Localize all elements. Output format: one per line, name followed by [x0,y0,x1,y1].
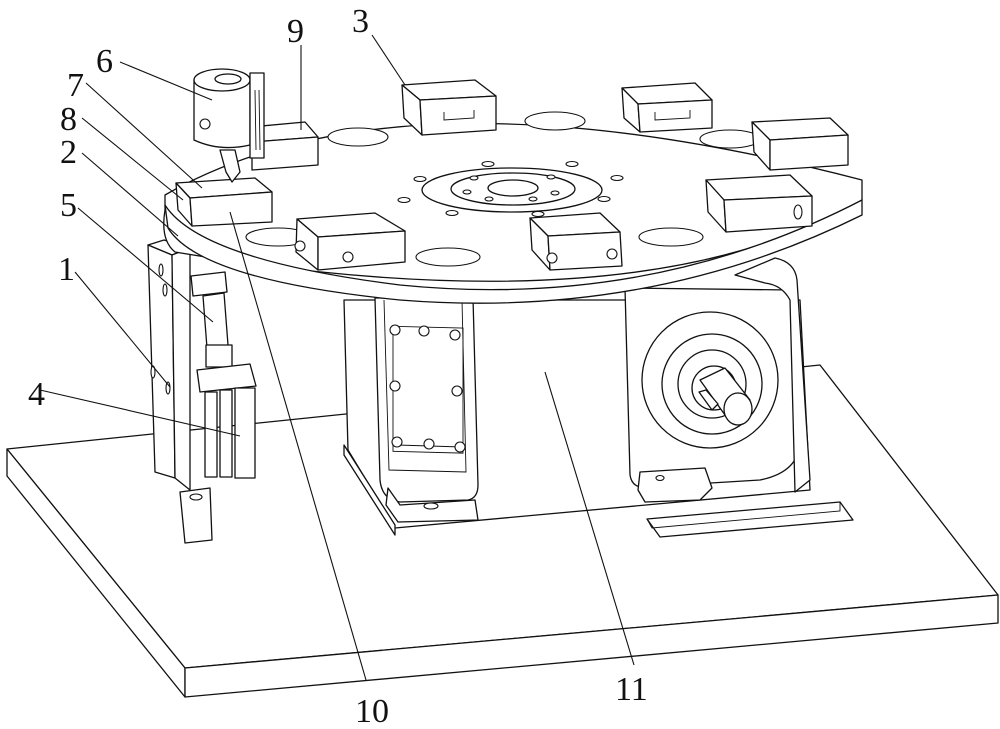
leader-10 [229,211,367,681]
callout-1: 1 [58,251,75,288]
callout-11: 11 [615,671,648,708]
fixture-block-4 [705,174,813,233]
center-flange [421,167,603,213]
callout-3: 3 [352,3,369,40]
fixture-block-7 [175,177,273,227]
guide-rails [204,387,256,479]
callout-6: 6 [96,43,113,80]
fixture-block-2 [621,82,713,133]
callout-7: 7 [67,67,84,104]
callout-4: 4 [28,376,45,413]
callout-10: 10 [355,693,389,729]
leader-2 [81,152,179,237]
fixture-block-3b [751,117,849,171]
leader-8 [81,117,184,201]
reference-numerals: 6 9 3 7 8 2 5 1 4 10 11 [28,3,648,729]
leader-4 [39,389,241,437]
leader-7 [85,82,203,189]
bolt-circle [397,160,624,218]
panel-bolts [389,324,466,453]
callout-9: 9 [287,13,304,50]
press-head [193,68,265,183]
leader-1 [74,271,171,388]
fixture-block-5 [529,212,623,271]
fixture-block-6 [294,212,406,271]
fixture-block-3 [401,79,497,136]
motor-flange [641,311,779,449]
callout-5: 5 [60,187,77,224]
callout-8: 8 [60,101,77,138]
lift-column [147,239,257,544]
leader-11 [544,371,635,666]
leader-lines [39,34,635,681]
leader-5 [77,207,214,323]
callout-2: 2 [60,134,77,171]
leader-6 [119,61,213,101]
drive-shaft [698,367,753,426]
leader-3 [371,34,406,86]
indexer-housing [343,257,811,536]
